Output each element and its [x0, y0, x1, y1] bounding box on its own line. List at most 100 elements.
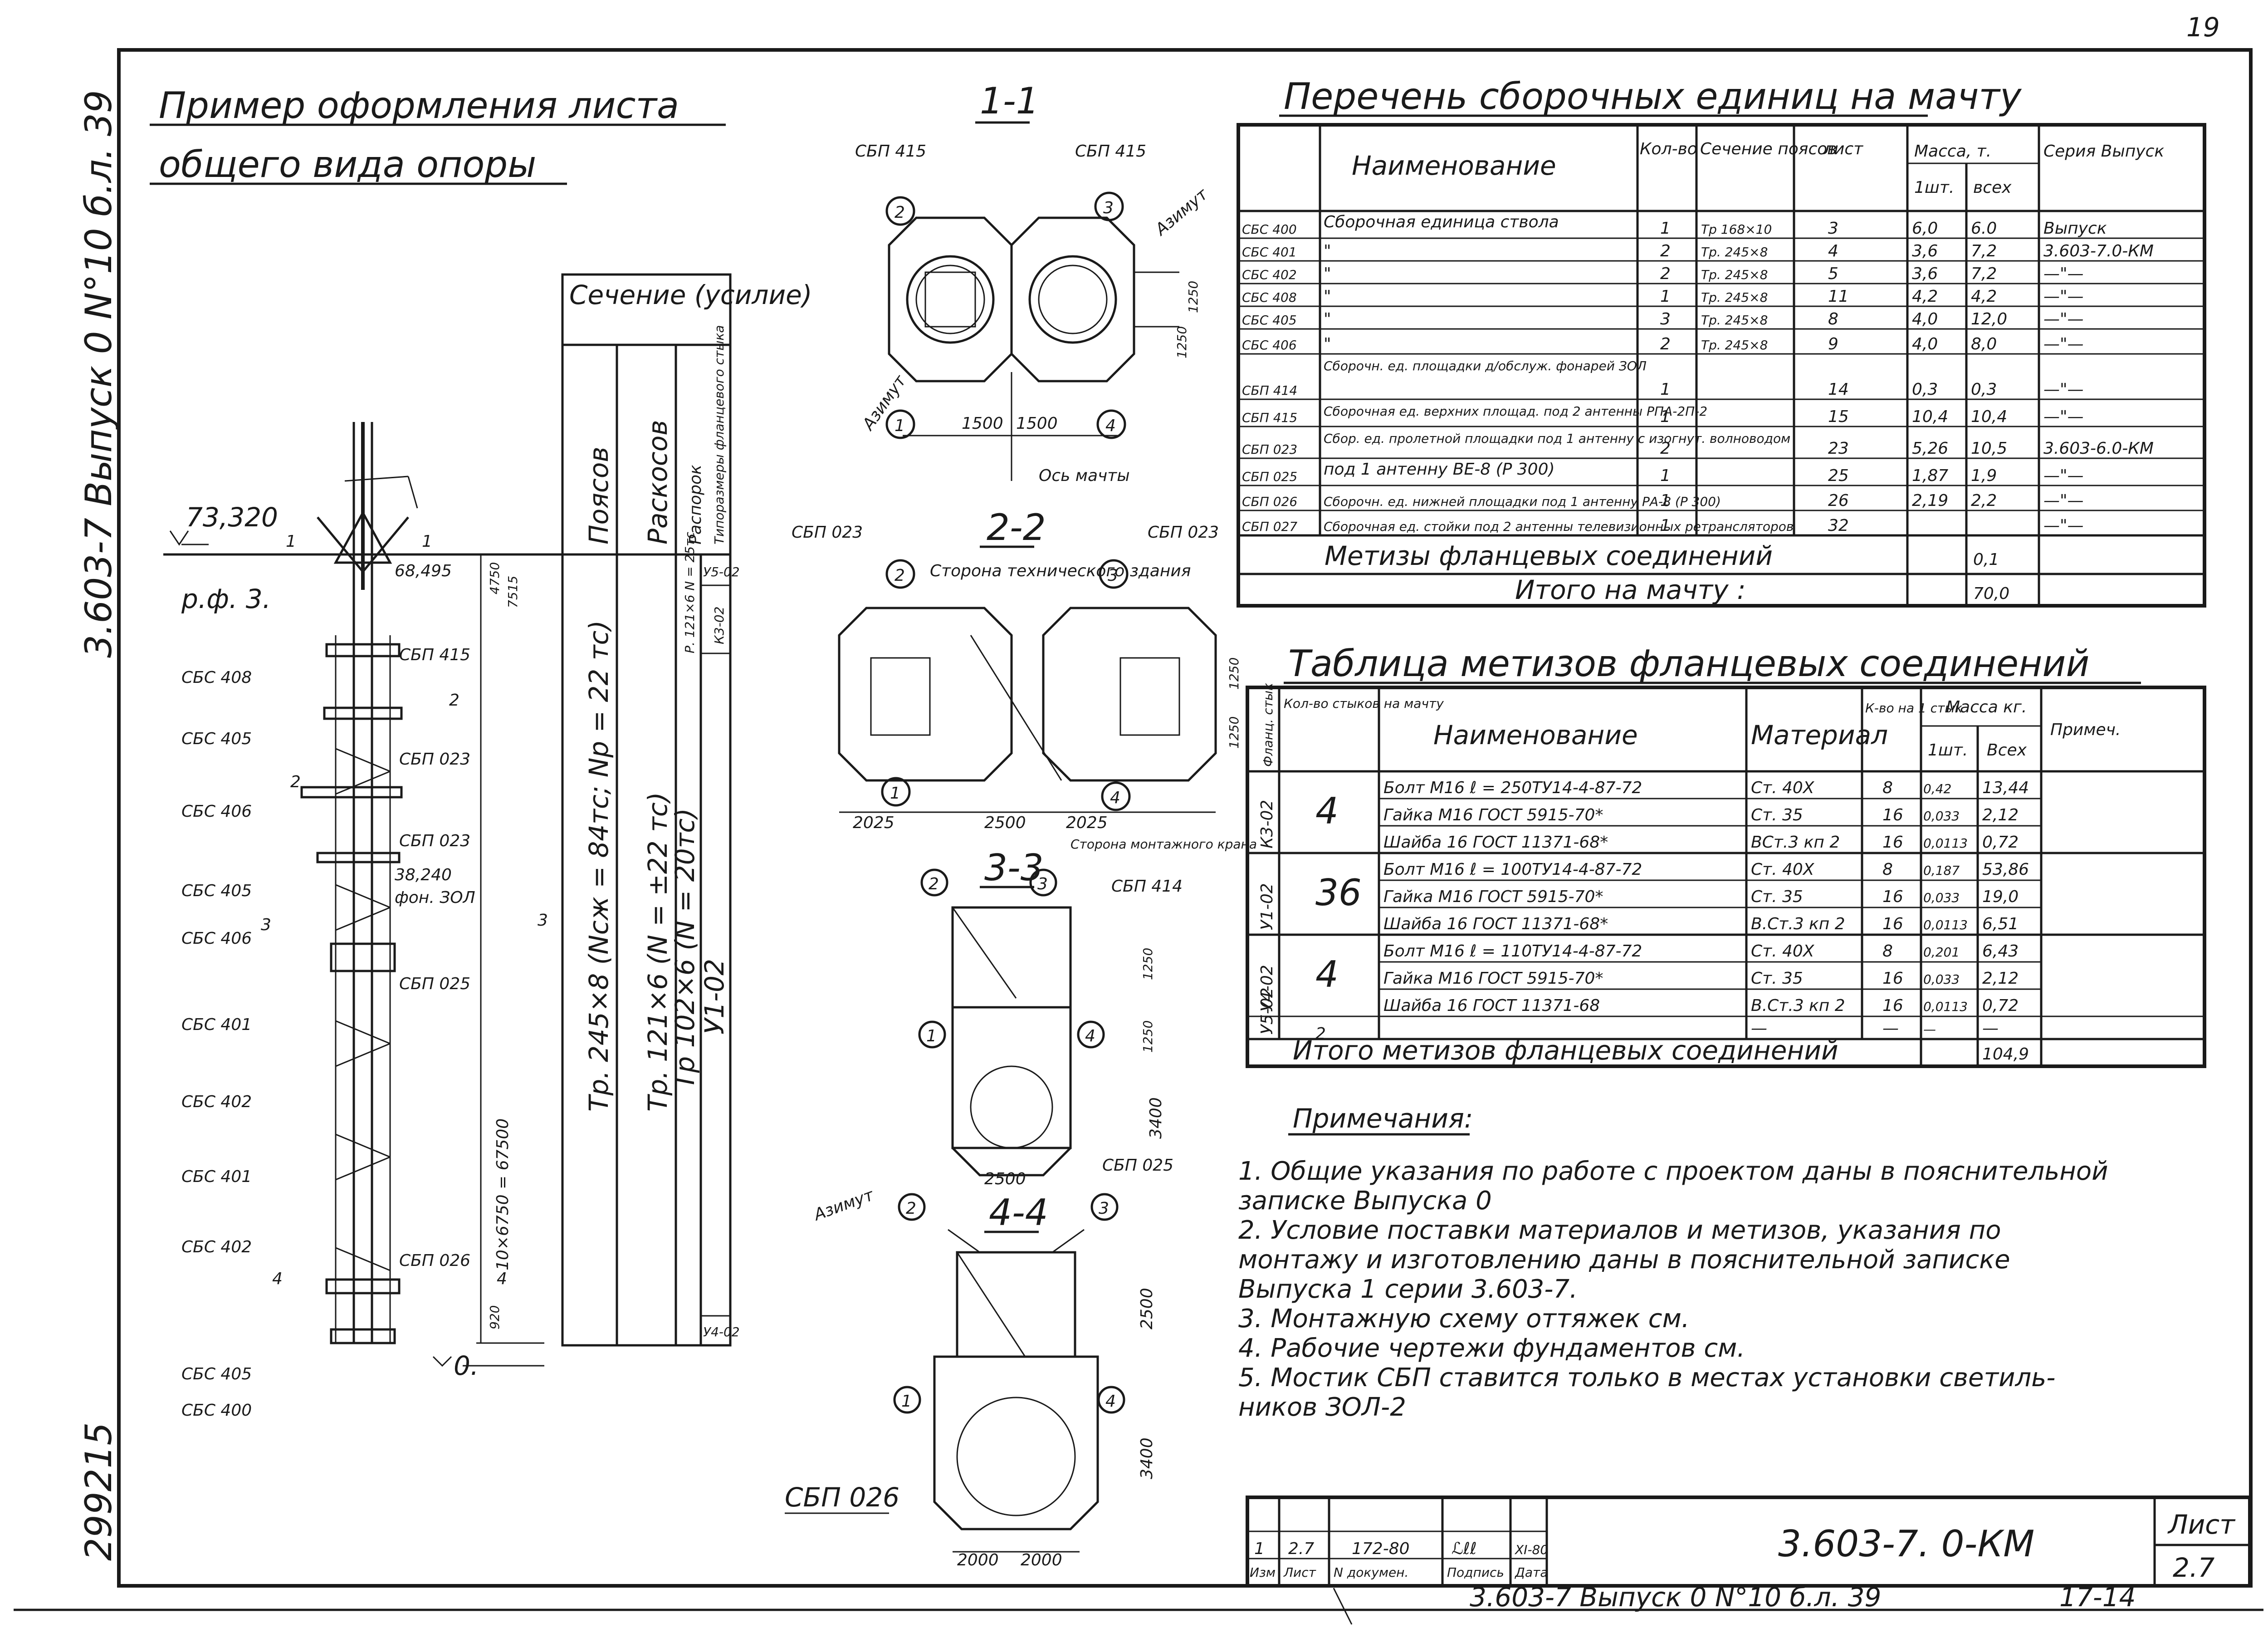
notes-title: Примечания: [1293, 1103, 1473, 1134]
assembly-row-sheet: 32 [1828, 516, 1849, 535]
hardware-group-code: У5-02 [1258, 987, 1276, 1035]
assembly-row-mass1: 1,87 [1912, 466, 1948, 485]
assembly-row-name: под 1 антенну ВЕ-8 (Р 300) [1324, 460, 1555, 479]
assembly-row-mass1: 2,19 [1912, 491, 1948, 510]
assembly-row-massall: 1,9 [1971, 466, 1997, 485]
hardware-item-massall: 13,44 [1982, 779, 2029, 797]
hardware-item-material: — [1751, 1019, 1767, 1038]
hardware-item-mass1: 0,033 [1923, 972, 1960, 987]
hardware-table-title: Таблица метизов фланцевых соединений [1288, 642, 2089, 685]
ht-head-m1: 1шт. [1928, 741, 1968, 760]
label-left-0: СБС 408 [181, 668, 252, 687]
note-line-3: монтажу и изготовлению даны в пояснитель… [1238, 1245, 2010, 1275]
label-left-2: СБС 406 [181, 802, 252, 821]
hardware-item-massall: 0,72 [1982, 996, 2019, 1015]
hardware-item-name: Болт М16 ℓ = 110ТУ14-4-87-72 [1383, 942, 1642, 961]
assembly-row-sheet: 11 [1828, 287, 1849, 306]
label-right-2: СБП 023 [399, 832, 470, 850]
tb-head-izm: Изм [1250, 1565, 1276, 1580]
hardware-item-qty: 8 [1882, 860, 1893, 879]
ht-head-qty: К-во на 1 стык [1865, 701, 1962, 716]
hardware-item-qty: 16 [1882, 806, 1903, 824]
s1-dim-1: 1500 [1016, 414, 1058, 433]
label-left-8: СБС 402 [181, 1238, 252, 1256]
sheet-title-line2: общего вида опоры [159, 143, 536, 186]
s1-dim-0: 1500 [962, 414, 1003, 433]
s4-tag-0: СБП 026 [785, 1482, 899, 1513]
section-2-2-title: 2-2 [987, 506, 1046, 549]
hardware-item-massall: — [1982, 1019, 1999, 1038]
elev-platform: 68,495 [395, 562, 452, 580]
label-left-3: СБС 405 [181, 882, 252, 900]
s3-dim-3: 2500 [984, 1170, 1026, 1188]
title-block: 1 2.7 172-80 ℒℓℓ XI-80 Изм Лист N докуме… [1246, 1496, 2252, 1588]
section-mark-4a: 4 [272, 1270, 283, 1288]
s2-tag-0: СБП 023 [792, 523, 863, 542]
assembly-row-code: СБС 406 [1242, 338, 1297, 353]
assembly-row-mass1: 0,3 [1912, 380, 1938, 399]
section-1-1-title: 1-1 [980, 80, 1039, 122]
col-poyas: Поясов [583, 446, 614, 544]
dim-total: 10×6750 = 67500 [494, 1118, 512, 1270]
assembly-row-mass1: 5,26 [1912, 439, 1948, 458]
section-4-4: 4-4 2 3 1 4 СБП 026 2500 3400 2000 2000 [785, 1192, 1156, 1569]
tb-head-doc: N докумен. [1334, 1565, 1408, 1580]
assembly-row-qty: 1 [1660, 219, 1671, 238]
s4-dim-2: 2000 [957, 1551, 999, 1569]
assembly-row-qty: 2 [1660, 335, 1671, 353]
hardware-item-mass1: 0,0113 [1923, 917, 1968, 932]
s2-node-1: 3 [1108, 566, 1118, 585]
label-left-1: СБС 405 [181, 730, 252, 748]
tb-list: 2.7 [1288, 1540, 1314, 1558]
dim-top2: 7515 [505, 576, 520, 608]
hardware-item-mass1: 0,0113 [1923, 999, 1968, 1014]
hardware-item-qty: 8 [1882, 942, 1893, 961]
assembly-row-massall: 7,2 [1971, 265, 1997, 283]
assembly-row-section: Тр 168×10 [1701, 222, 1772, 237]
s2-tag-1: СБП 023 [1148, 523, 1219, 542]
assembly-row-name: Сборочная единица ствола [1324, 213, 1559, 231]
footer-tail: 17-14 [2059, 1582, 2136, 1613]
assembly-row-sheet: 26 [1828, 491, 1849, 510]
section-mark-3b: 3 [538, 911, 548, 930]
s1-node-3: 4 [1105, 417, 1116, 435]
assembly-row-series: 3.603-7.0-КМ [2043, 242, 2154, 260]
dim-top: 4750 [487, 562, 502, 594]
section-mark-1a: 1 [286, 532, 296, 551]
note-line-2: 2. Условие поставки материалов и метизов… [1238, 1216, 2001, 1245]
ht-head-mat: Материал [1751, 720, 1888, 750]
elev-mid: 38,240 [395, 866, 452, 884]
s3-azimuth: Азимут [811, 1186, 876, 1225]
label-left-6: СБС 402 [181, 1093, 252, 1111]
sheet-title-line1: Пример оформления листа [159, 84, 679, 127]
label-right-3: СБП 025 [399, 975, 470, 993]
label-right-1: СБП 023 [399, 750, 470, 769]
hardware-item-mass1: 0,033 [1923, 809, 1960, 824]
tb-designation: 3.603-7. 0-КМ [1778, 1523, 2034, 1565]
hardware-group-code: У4-02 [1258, 965, 1276, 1012]
note-line-4: Выпуска 1 серии 3.603-7. [1238, 1275, 1578, 1304]
hardware-item-material: Ст. 35 [1751, 888, 1803, 906]
assembly-row-massall: 12,0 [1971, 310, 2007, 329]
al-head-sheet: лист [1823, 140, 1863, 158]
assembly-row-series: Выпуск [2043, 219, 2107, 238]
hardware-item-material: Ст. 40Х [1751, 860, 1815, 879]
label-right-4: СБП 026 [399, 1251, 470, 1270]
section-mark-4b: 4 [497, 1270, 507, 1288]
assembly-row-massall: 4,2 [1971, 287, 1997, 306]
tb-head-sign: Подпись [1447, 1565, 1504, 1580]
flange-code-2: У1-02 [699, 959, 730, 1035]
assembly-row-series: —"— [2043, 310, 2084, 329]
flange-code-0: У5-02 [703, 564, 740, 579]
elev-zero: 0. [454, 1350, 479, 1381]
hardware-item-name: Гайка М16 ГОСТ 5915-70* [1383, 806, 1603, 824]
assembly-row-massall: 2,2 [1971, 491, 1997, 510]
s1-tag-0: СБП 415 [855, 142, 926, 161]
s3-node-2: 1 [926, 1027, 937, 1045]
hardware-item-mass1: 0,201 [1923, 945, 1960, 960]
assembly-row-code: СБП 415 [1242, 410, 1297, 425]
hardware-item-qty: 8 [1882, 779, 1893, 797]
hardware-item-massall: 6,43 [1982, 942, 2019, 961]
